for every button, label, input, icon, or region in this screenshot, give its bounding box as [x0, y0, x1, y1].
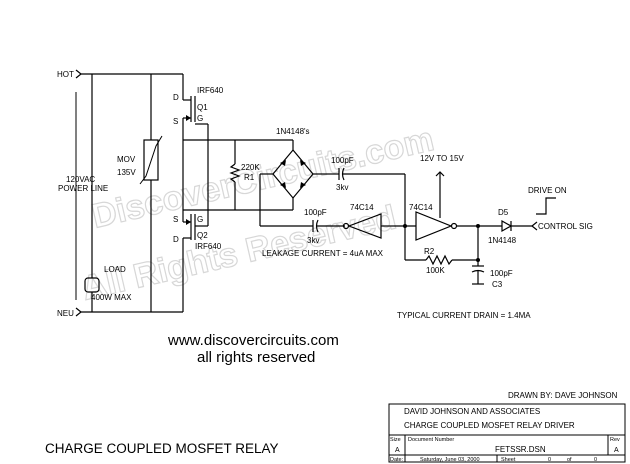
r2-value-label: 100K — [426, 266, 445, 275]
title-block-company: DAVID JOHNSON AND ASSOCIATES — [404, 407, 540, 416]
inverter-1: 74C14 — [342, 203, 394, 239]
q1-source-label: S — [173, 117, 178, 126]
control-signal-arrow — [531, 221, 538, 231]
c3-value-label: 100pF — [490, 269, 513, 278]
website-text: www.discovercircuits.com — [167, 332, 339, 349]
r2-resistor: R2 100K — [424, 224, 480, 275]
load-rating-label: 400W MAX — [91, 293, 132, 302]
supply-voltage-label: 12V TO 15V — [420, 154, 464, 163]
neu-terminal-arrow — [75, 307, 82, 317]
output-section: D5 1N4148 CONTROL SIG DRIVE ON — [457, 186, 593, 245]
inverter-1-label: 74C14 — [350, 203, 374, 212]
drawn-by-label: DRAWN BY: DAVE JOHNSON — [508, 391, 618, 400]
watermark: DiscoverCircuits.com All Rights Reserved — [78, 120, 438, 309]
title-block-date-value: Saturday, June 03, 2000 — [420, 457, 480, 463]
power-line-label: POWER LINE — [58, 184, 108, 193]
mov-component: MOV 135V — [117, 74, 163, 312]
title-block-doc-value: FETSSR.DSN — [495, 445, 546, 454]
title-block-sheet-value: 0 — [548, 457, 551, 463]
hot-label: HOT — [57, 70, 74, 79]
page-title: CHARGE COUPLED MOSFET RELAY — [45, 441, 279, 456]
neu-label: NEU — [57, 309, 74, 318]
q1-ref-label: Q1 — [197, 103, 208, 112]
d5-diode — [501, 219, 513, 233]
mov-rating-label: 135V — [117, 168, 136, 177]
title-block-sheet-label: Sheet — [501, 457, 516, 463]
d5-ref-label: D5 — [498, 208, 509, 217]
load-label: LOAD — [104, 265, 126, 274]
cap-bottom-voltage-label: 3kv — [307, 236, 319, 245]
gate-network: 220K R1 — [183, 124, 293, 226]
title-block-rev-value: A — [614, 447, 619, 454]
inverter-2: 74C14 12V TO 15V — [409, 154, 464, 241]
mosfet-q2: S D G Q2 IRF640 — [173, 210, 222, 312]
q1-part-label: IRF640 — [197, 86, 224, 95]
q2-source-label: S — [173, 215, 178, 224]
load-component: LOAD 400W MAX — [84, 74, 132, 312]
rights-text: all rights reserved — [197, 349, 315, 366]
title-block-of-value: 0 — [594, 457, 597, 463]
title-block-size-value: A — [395, 447, 400, 454]
bridge-label: 1N4148's — [276, 127, 310, 136]
power-line-voltage-label: 120VAC — [66, 175, 95, 184]
q2-ref-label: Q2 — [197, 231, 208, 240]
inverter-2-label: 74C14 — [409, 203, 433, 212]
capacitor-bottom: 100pF 3kv LEAKAGE CURRENT = 4uA MAX — [260, 208, 384, 258]
control-signal-label: CONTROL SIG — [538, 222, 593, 231]
q1-gate-label: G — [197, 114, 203, 123]
q1-drain-label: D — [173, 93, 179, 102]
node-wires — [394, 174, 426, 261]
q2-drain-label: D — [173, 235, 179, 244]
capacitor-top: 100pF 3kv — [325, 156, 405, 192]
title-block-rev-label: Rev — [610, 437, 620, 443]
current-drain-note: TYPICAL CURRENT DRAIN = 1.4MA — [397, 311, 531, 320]
q2-gate-label: G — [197, 215, 203, 224]
power-line-section: HOT NEU 120VAC POWER LINE — [57, 69, 183, 318]
title-block-title: CHARGE COUPLED MOSFET RELAY DRIVER — [404, 421, 575, 430]
supply-arrow — [435, 171, 445, 177]
r1-resistor — [229, 163, 241, 183]
title-block: DAVID JOHNSON AND ASSOCIATES CHARGE COUP… — [388, 403, 626, 463]
drive-on-waveform — [536, 197, 556, 215]
cap-top-value-label: 100pF — [331, 156, 354, 165]
cap-top-voltage-label: 3kv — [336, 183, 348, 192]
d5-part-label: 1N4148 — [488, 236, 517, 245]
r2-ref-label: R2 — [424, 247, 435, 256]
title-block-date-label: Date: — [390, 457, 404, 463]
drive-on-label: DRIVE ON — [528, 186, 567, 195]
q2-part-label: IRF640 — [195, 242, 222, 251]
cap-bottom-value-label: 100pF — [304, 208, 327, 217]
title-block-of-label: of — [567, 457, 572, 463]
r1-ref-label: R1 — [244, 173, 255, 182]
c3-ref-label: C3 — [492, 280, 503, 289]
mosfet-q1: D S G IRF640 Q1 — [173, 74, 224, 140]
capacitor-c3: 100pF C3 — [471, 265, 513, 289]
mov-label: MOV — [117, 155, 136, 164]
leakage-current-label: LEAKAGE CURRENT = 4uA MAX — [262, 249, 384, 258]
title-block-size-label: Size — [390, 437, 401, 443]
hot-terminal-arrow — [75, 69, 82, 79]
title-block-doc-label: Document Number — [408, 437, 454, 443]
diode-bridge: 1N4148's — [259, 127, 325, 226]
r1-value-label: 220K — [241, 163, 260, 172]
